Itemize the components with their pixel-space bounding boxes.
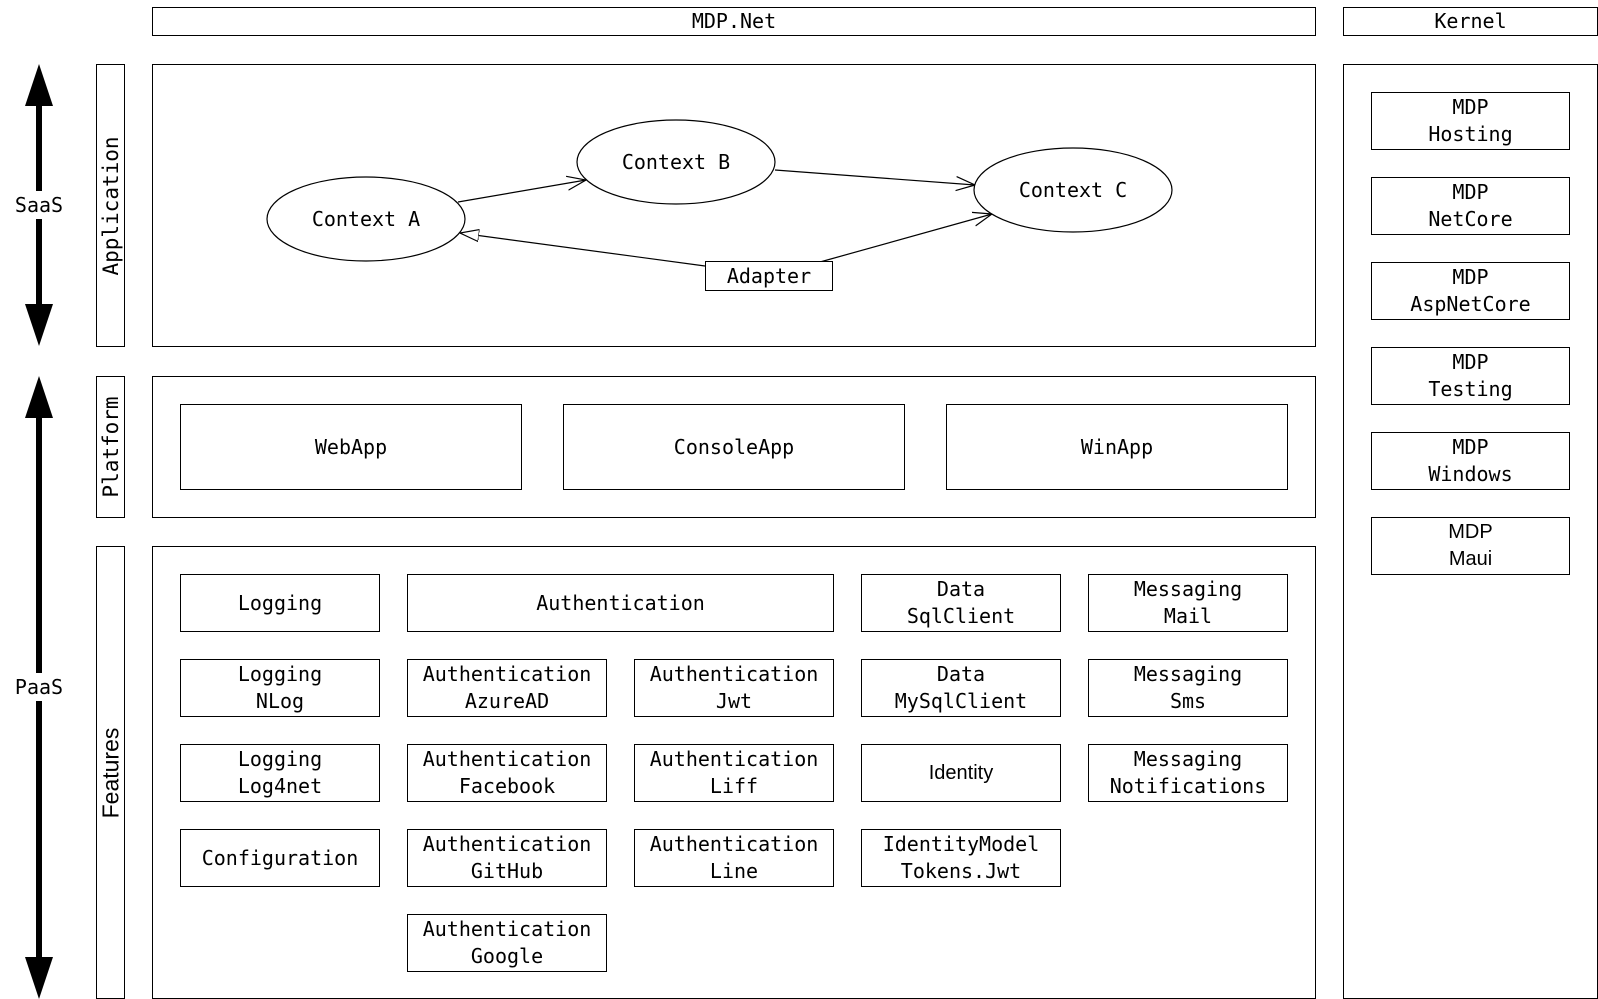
saas-arrow-head-up [25,64,53,106]
mdp-net-title: MDP.Net [691,9,777,33]
platform-winapp-label: WinApp [1080,434,1154,459]
context-b-label: Context B [622,150,730,174]
context-c-label: Context C [1019,178,1127,202]
context-a-node [266,176,466,262]
feature-auth-facebook: Authentication Facebook [407,744,607,802]
platform-winapp: WinApp [946,404,1288,490]
kernel-mdp-netcore: MDP NetCore [1371,177,1570,235]
kernel-mdp-testing: MDP Testing [1371,347,1570,405]
feature-auth-azuread: Authentication AzureAD [407,659,607,717]
feature-logging-log4net: Logging Log4net [180,744,380,802]
edge-context-b-to-c [774,169,975,185]
platform-webapp-label: WebApp [314,434,388,459]
kernel-mdp-maui: MDP Maui [1371,517,1570,575]
feature-authentication: Authentication [407,574,834,632]
feature-configuration: Configuration [180,829,380,887]
context-a-label: Context A [312,207,420,231]
saas-label: SaaS [9,191,69,219]
feature-auth-line: Authentication Line [634,829,834,887]
application-layer-label: Application [96,64,125,347]
context-b-node [576,119,776,205]
kernel-title: Kernel [1434,9,1507,33]
feature-data-sqlclient: Data SqlClient [861,574,1061,632]
paas-label: PaaS [9,673,69,701]
edge-context-a-to-b [457,180,586,203]
edge-adapter-to-context-a [460,233,706,267]
feature-messaging-notifications: Messaging Notifications [1088,744,1288,802]
features-layer-label: Features [96,546,125,999]
mdp-net-header: MDP.Net [152,7,1316,36]
feature-messaging-mail: Messaging Mail [1088,574,1288,632]
feature-auth-google: Authentication Google [407,914,607,972]
feature-identitymodel-tokens-jwt: IdentityModel Tokens.Jwt [861,829,1061,887]
feature-logging-nlog: Logging NLog [180,659,380,717]
feature-auth-jwt: Authentication Jwt [634,659,834,717]
saas-arrow-head-down [25,304,53,346]
paas-arrow-head-down [25,957,53,999]
platform-consoleapp-label: ConsoleApp [673,434,795,459]
platform-consoleapp: ConsoleApp [563,404,905,490]
feature-auth-github: Authentication GitHub [407,829,607,887]
kernel-mdp-windows: MDP Windows [1371,432,1570,490]
adapter-box: Adapter [705,261,833,291]
platform-layer-label: Platform [96,376,125,518]
feature-logging: Logging [180,574,380,632]
paas-arrow-head-up [25,376,53,418]
platform-webapp: WebApp [180,404,522,490]
kernel-mdp-aspnetcore: MDP AspNetCore [1371,262,1570,320]
feature-messaging-sms: Messaging Sms [1088,659,1288,717]
feature-identity: Identity [861,744,1061,802]
feature-data-mysqlclient: Data MySqlClient [861,659,1061,717]
adapter-label: Adapter [726,263,812,288]
feature-auth-liff: Authentication Liff [634,744,834,802]
context-c-node [973,147,1173,233]
kernel-header: Kernel [1343,7,1598,36]
kernel-mdp-hosting: MDP Hosting [1371,92,1570,150]
edge-adapter-to-context-c [819,214,992,263]
